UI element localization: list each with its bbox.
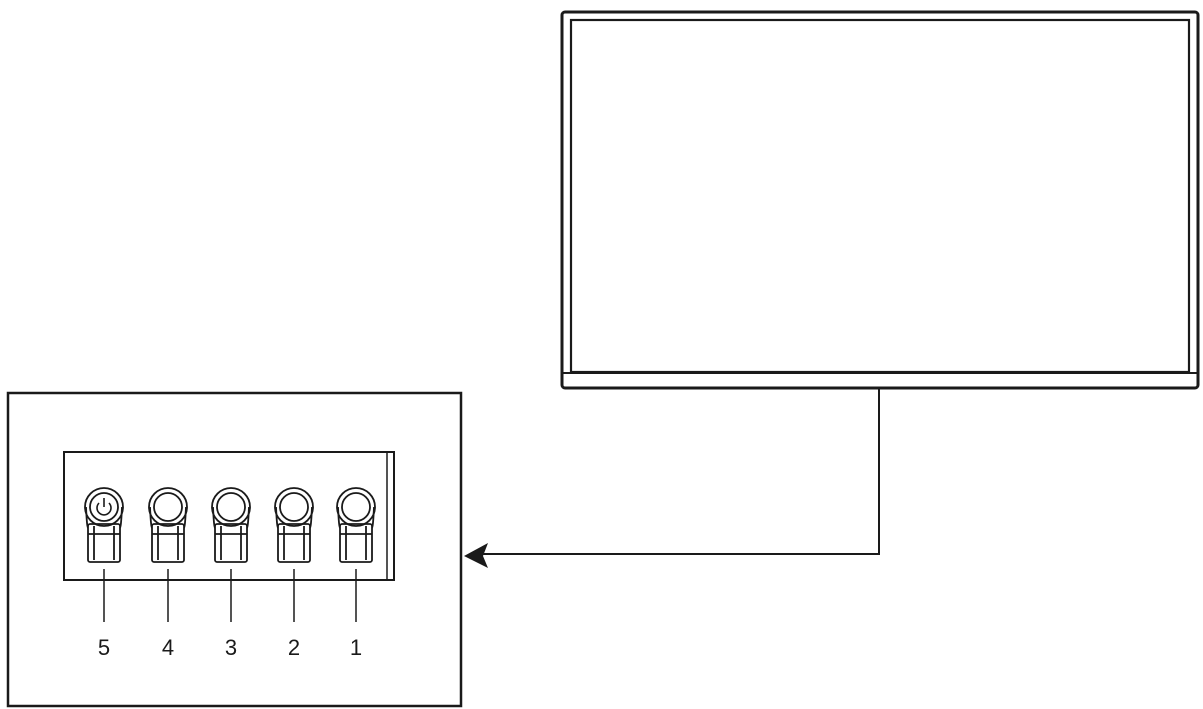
- button-knob-inner: [89, 492, 119, 522]
- button-knob-outer: [148, 487, 188, 527]
- button-stem: [277, 523, 311, 563]
- control-button-1[interactable]: [336, 487, 376, 622]
- control-button-4[interactable]: [148, 487, 188, 622]
- arrow-head: [464, 543, 488, 568]
- button-knob-inner: [153, 492, 183, 522]
- control-panel: [63, 451, 395, 581]
- control-panel-body: [63, 451, 395, 581]
- button-number-label: 2: [288, 635, 300, 660]
- arrow-line: [482, 389, 880, 555]
- monitor: [560, 10, 1200, 390]
- arrow: [464, 389, 880, 568]
- button-number-label: 4: [162, 635, 174, 660]
- power-icon-arc: [96, 502, 112, 516]
- button-stem: [214, 523, 248, 563]
- button-number-label: 1: [350, 635, 362, 660]
- control-button-3[interactable]: [211, 487, 251, 622]
- button-knob-inner: [341, 492, 371, 522]
- power-icon: [96, 498, 112, 516]
- monitor-outer-frame: [560, 10, 1200, 390]
- button-knob-outer: [336, 487, 376, 527]
- monitor-screen: [569, 18, 1191, 374]
- button-number-label: 5: [98, 635, 110, 660]
- button-knob-outer: [84, 487, 124, 527]
- control-button-2[interactable]: [274, 487, 314, 622]
- control-buttons: 5 4 3 2 1: [84, 487, 376, 660]
- button-stem: [87, 523, 121, 563]
- button-stem: [339, 523, 373, 563]
- button-knob-inner: [279, 492, 309, 522]
- button-knob-outer: [211, 487, 251, 527]
- control-button-5[interactable]: [84, 487, 124, 622]
- button-knob-inner: [216, 492, 246, 522]
- button-stem: [151, 523, 185, 563]
- detail-box: [6, 391, 463, 708]
- button-knob-outer: [274, 487, 314, 527]
- button-number-label: 3: [225, 635, 237, 660]
